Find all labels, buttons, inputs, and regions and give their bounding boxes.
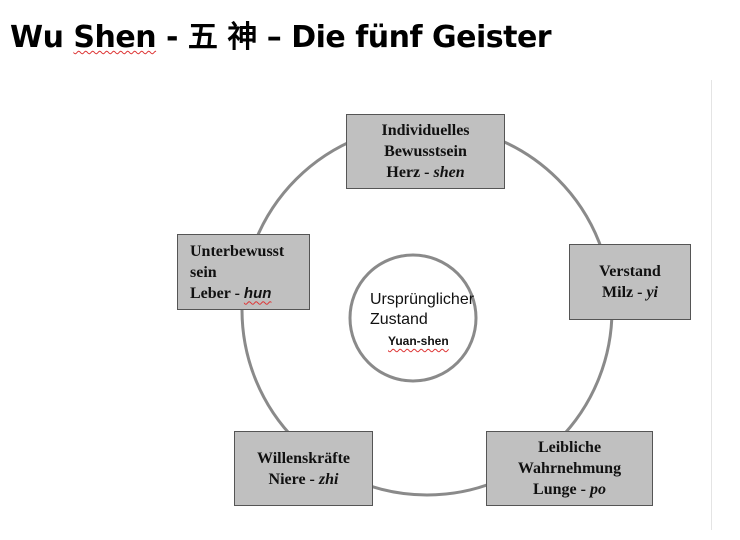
divider [711, 80, 712, 530]
inner-center-circle [348, 253, 478, 383]
node-spleen-yi: Verstand Milz - yi [569, 244, 691, 320]
center-sublabel: Yuan-shen [388, 334, 449, 348]
page-title: Wu Shen - 五 神 – Die fünf Geister [10, 20, 552, 55]
node-kidney-zhi: Willenskräfte Niere - zhi [234, 431, 373, 506]
